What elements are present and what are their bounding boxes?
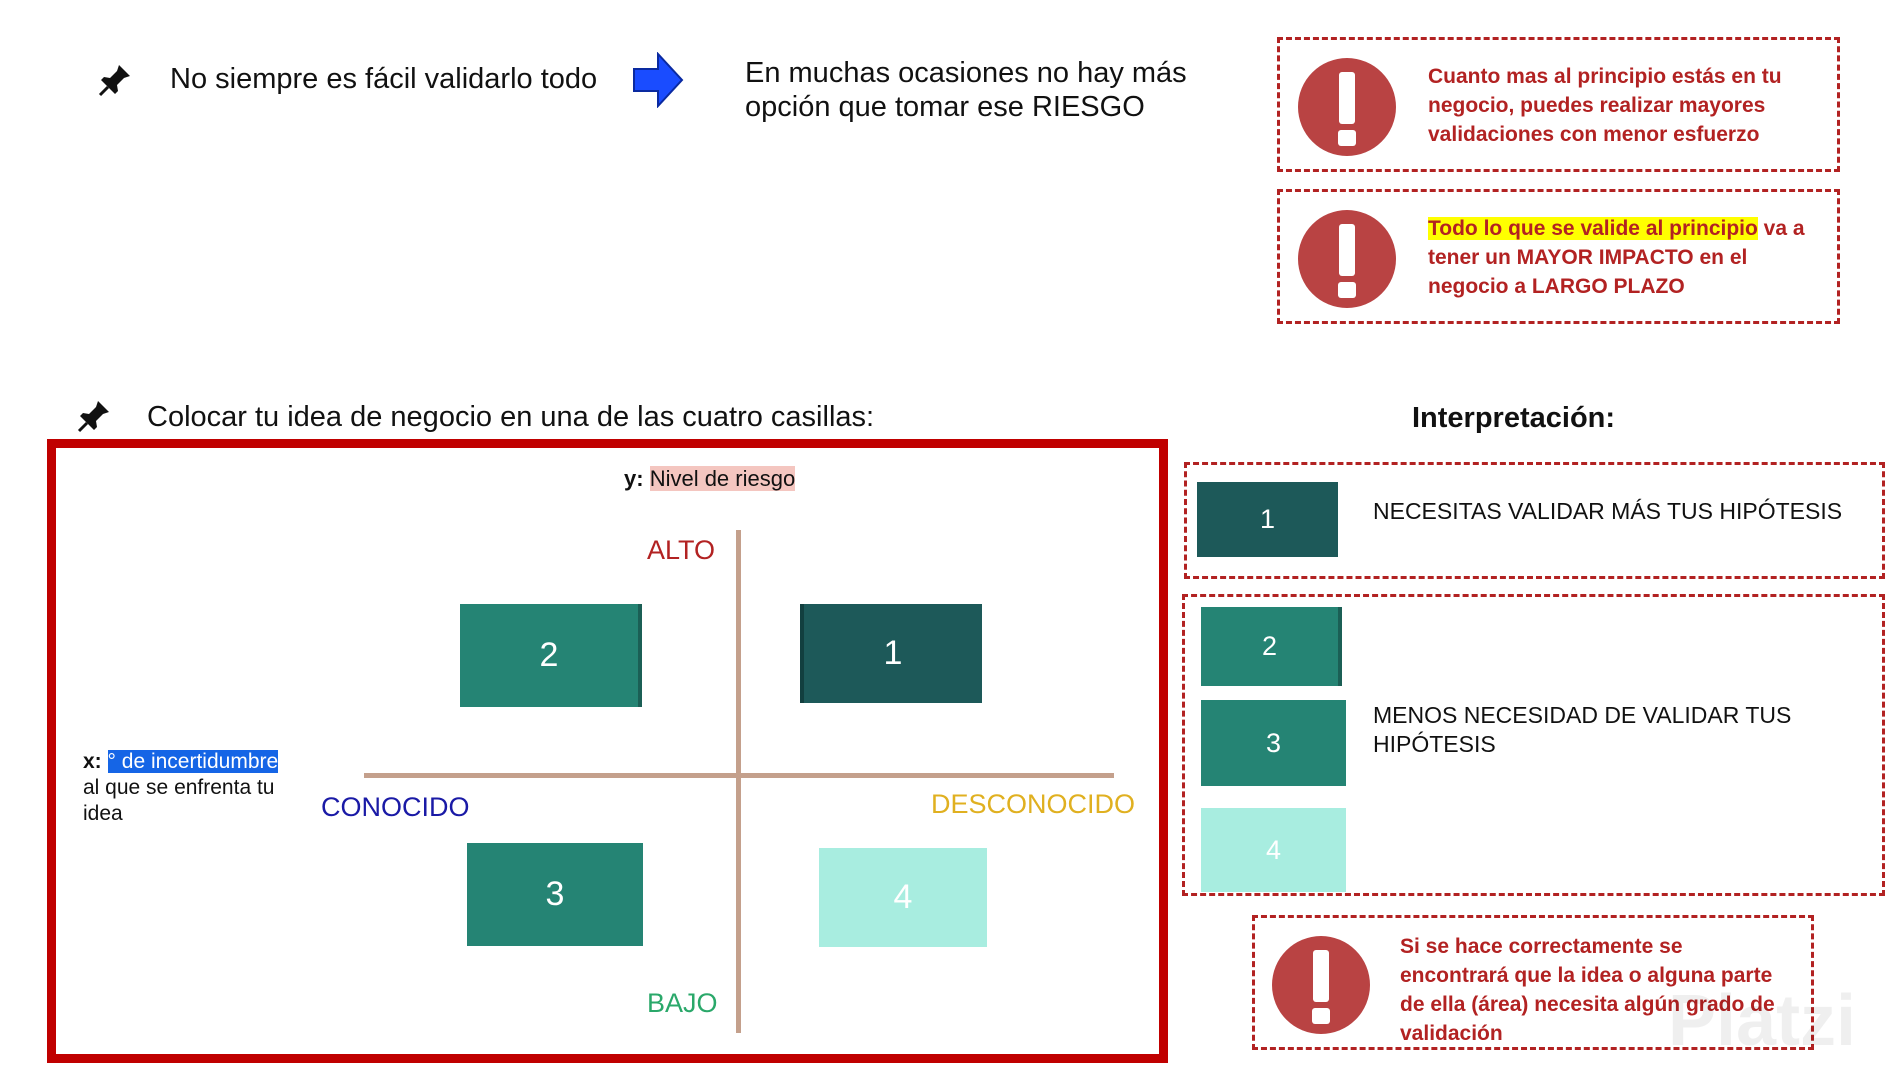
label-alto: ALTO bbox=[647, 535, 716, 565]
x-label-highlight: ° de incertidumbre bbox=[107, 750, 279, 773]
warning-text-1: Cuanto mas al principio estás en tu nego… bbox=[1428, 62, 1782, 149]
warning-2-highlight: Todo lo que se valide al principio bbox=[1428, 217, 1758, 240]
note-right-line1: En muchas ocasiones no hay más bbox=[745, 57, 1187, 89]
legend-square-2: 2 bbox=[1201, 607, 1342, 686]
quadrant-4: 4 bbox=[819, 848, 987, 947]
note-right-line2: opción que tomar ese RIESGO bbox=[745, 91, 1145, 123]
warning-3-line1: Si se hace correctamente se bbox=[1400, 935, 1683, 958]
warning-2-rest1: va a bbox=[1757, 217, 1805, 240]
warning-2-line1: Todo lo que se valide al principio va a bbox=[1428, 214, 1805, 243]
legend-box-2 bbox=[1182, 594, 1885, 896]
x-label-line1: x: ° de incertidumbre bbox=[83, 749, 279, 775]
y-label: Nivel de riesgo bbox=[649, 466, 796, 491]
label-desconocido: DESCONOCIDO bbox=[931, 789, 1136, 819]
quadrant-2: 2 bbox=[460, 604, 642, 707]
arrow-right-icon bbox=[632, 51, 684, 109]
warning-3-line3: de ella (área) necesita algún grado de bbox=[1400, 993, 1775, 1016]
warning-box-3 bbox=[1252, 915, 1814, 1050]
warning-3-line4: validación bbox=[1400, 1022, 1503, 1045]
note-left: No siempre es fácil validarlo todo bbox=[170, 63, 598, 95]
pushpin-icon bbox=[97, 62, 133, 98]
legend-text-1: NECESITAS VALIDAR MÁS TUS HIPÓTESIS bbox=[1373, 498, 1843, 524]
exclamation-icon bbox=[1298, 58, 1396, 156]
label-conocido: CONOCIDO bbox=[321, 792, 470, 822]
horizontal-axis bbox=[364, 773, 1114, 778]
legend-text-2-line1: MENOS NECESIDAD DE VALIDAR TUS bbox=[1373, 702, 1792, 728]
y-axis-label: y: Nivel de riesgo bbox=[624, 466, 796, 492]
exclamation-icon bbox=[1298, 210, 1396, 308]
warning-1-line2: negocio, puedes realizar mayores bbox=[1428, 94, 1766, 117]
warning-text-2: Todo lo que se valide al principio va a … bbox=[1428, 214, 1805, 301]
warning-2-line3: negocio a LARGO PLAZO bbox=[1428, 275, 1685, 298]
warning-1-line3: validaciones con menor esfuerzo bbox=[1428, 123, 1760, 146]
quadrant-1: 1 bbox=[800, 604, 982, 703]
warning-box-2 bbox=[1277, 189, 1840, 324]
warning-box-1 bbox=[1277, 37, 1840, 172]
warning-1-line1: Cuanto mas al principio estás en tu bbox=[1428, 65, 1782, 88]
pushpin-icon bbox=[76, 398, 112, 434]
legend-text-2: MENOS NECESIDAD DE VALIDAR TUS HIPÓTESIS bbox=[1373, 701, 1791, 759]
x-prefix: x: bbox=[83, 750, 102, 773]
x-label-line2: al que se enfrenta tu bbox=[83, 776, 275, 799]
diagram-frame bbox=[47, 439, 1168, 1063]
interpretation-title: Interpretación: bbox=[1412, 402, 1616, 434]
platzi-watermark: Platzi bbox=[1668, 981, 1857, 1061]
legend-square-1: 1 bbox=[1197, 482, 1338, 557]
warning-3-line2: encontrará que la idea o alguna parte bbox=[1400, 964, 1773, 987]
x-label-line3: idea bbox=[83, 802, 123, 825]
x-axis-label: x: ° de incertidumbre al que se enfrenta… bbox=[83, 749, 279, 827]
note-right: En muchas ocasiones no hay más opción qu… bbox=[745, 56, 1187, 124]
label-bajo: BAJO bbox=[647, 988, 718, 1018]
quadrant-3: 3 bbox=[467, 843, 643, 946]
instruction-text: Colocar tu idea de negocio en una de las… bbox=[147, 401, 875, 433]
legend-text-2-line2: HIPÓTESIS bbox=[1373, 731, 1496, 757]
legend-square-3: 3 bbox=[1201, 700, 1346, 786]
exclamation-icon bbox=[1272, 936, 1370, 1034]
legend-box-1 bbox=[1184, 462, 1885, 579]
y-prefix: y: bbox=[624, 466, 644, 491]
warning-text-3: Si se hace correctamente se encontrará q… bbox=[1400, 932, 1775, 1048]
legend-square-4: 4 bbox=[1201, 808, 1346, 892]
warning-2-line2: tener un MAYOR IMPACTO en el bbox=[1428, 246, 1748, 269]
vertical-axis bbox=[736, 530, 741, 1033]
